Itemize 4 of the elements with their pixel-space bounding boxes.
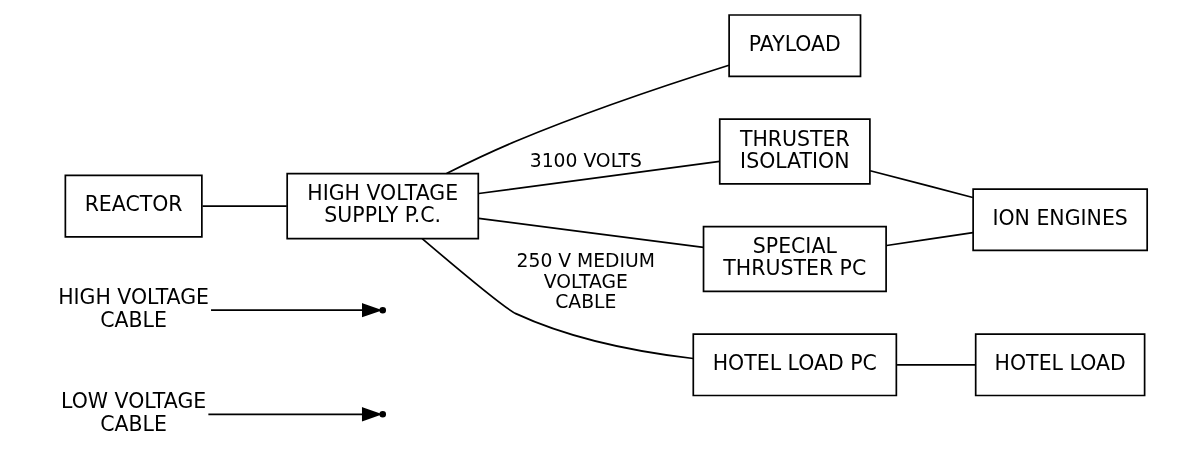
node-text: HIGH VOLTAGE CABLE — [58, 285, 210, 332]
edge-label: 250 V MEDIUM VOLTAGE CABLE — [516, 250, 656, 313]
node-text: LOW VOLTAGE CABLE — [60, 389, 207, 436]
edge-label: 3100 VOLTS — [529, 149, 642, 171]
